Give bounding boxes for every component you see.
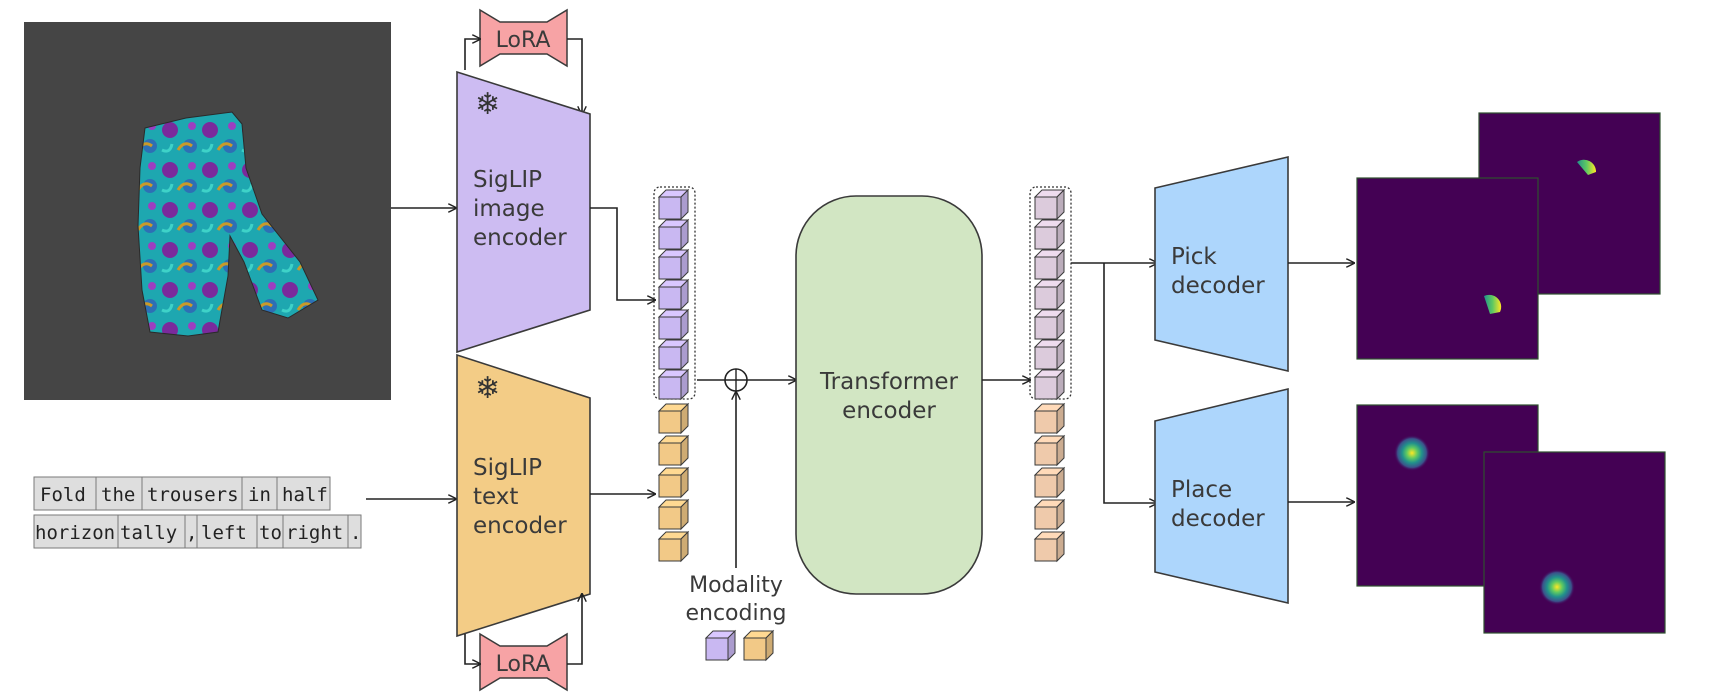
- transformer-label-1: Transformer: [819, 369, 959, 395]
- text-token: [657, 498, 690, 531]
- fused-image-token: [1033, 308, 1066, 341]
- image-token: [657, 368, 690, 401]
- token-column-output: [1029, 186, 1072, 563]
- place-heatmap-front: [1483, 451, 1666, 634]
- pick-heatmap-front: [1356, 177, 1539, 360]
- place-decoder-label-2: decoder: [1171, 506, 1265, 532]
- text-encoder-label-2: text: [473, 484, 518, 510]
- token: tally: [120, 522, 177, 544]
- pick-decoder: Pick decoder: [1154, 155, 1289, 373]
- fused-image-token: [1033, 368, 1066, 401]
- image-encoder-label-3: encoder: [473, 225, 567, 251]
- token: ,: [186, 522, 197, 544]
- token: in: [248, 484, 271, 506]
- modality-text-token: [742, 629, 775, 662]
- fused-text-token: [1033, 402, 1066, 435]
- place-decoder-label-1: Place: [1171, 477, 1232, 503]
- text-token: [657, 434, 690, 467]
- modality-encoding-tokens: [704, 629, 775, 662]
- image-token: [657, 338, 690, 371]
- token: left: [201, 522, 247, 544]
- add-operator: [724, 368, 748, 392]
- image-token: [657, 218, 690, 251]
- token: Fold: [40, 484, 86, 506]
- siglip-image-encoder: ❄ SigLIP image encoder: [456, 70, 591, 354]
- transformer-encoder: Transformer encoder: [795, 195, 983, 595]
- token: the: [101, 484, 135, 506]
- token: half: [282, 484, 328, 506]
- arrow: [464, 39, 480, 70]
- token: to: [259, 522, 282, 544]
- fused-text-token: [1033, 466, 1066, 499]
- token: trousers: [147, 484, 239, 506]
- image-token: [657, 278, 690, 311]
- pick-decoder-label-1: Pick: [1171, 244, 1217, 270]
- modality-label-1: Modality: [689, 573, 783, 598]
- token: horizon: [35, 522, 115, 544]
- image-token: [657, 188, 690, 221]
- fused-image-token: [1033, 188, 1066, 221]
- lora-top-label: LoRA: [496, 28, 551, 53]
- image-token: [657, 308, 690, 341]
- modality-label-2: encoding: [685, 601, 786, 626]
- modality-image-token: [704, 629, 737, 662]
- fused-text-token: [1033, 530, 1066, 563]
- arrow: [567, 38, 582, 114]
- token: right: [286, 522, 343, 544]
- arrow: [567, 594, 582, 665]
- lora-top: LoRA: [479, 8, 568, 68]
- image-token: [657, 248, 690, 281]
- text-encoder-label-1: SigLIP: [473, 455, 542, 481]
- fused-image-token: [1033, 338, 1066, 371]
- fused-image-token: [1033, 218, 1066, 251]
- text-token: [657, 402, 690, 435]
- fused-text-token: [1033, 434, 1066, 467]
- image-encoder-label-1: SigLIP: [473, 167, 542, 193]
- fused-image-token: [1033, 248, 1066, 281]
- input-image: [24, 22, 391, 400]
- text-token: [657, 530, 690, 563]
- arrow: [464, 634, 480, 664]
- token-column-input: [653, 186, 696, 563]
- text-token: [657, 466, 690, 499]
- pick-decoder-label-2: decoder: [1171, 273, 1265, 299]
- transformer-label-2: encoder: [842, 398, 936, 424]
- arrow: [590, 207, 655, 300]
- frozen-icon: ❄: [475, 371, 500, 406]
- place-decoder: Place decoder: [1154, 387, 1289, 605]
- token: .: [350, 522, 361, 544]
- arrow: [1103, 263, 1157, 503]
- fused-image-token: [1033, 278, 1066, 311]
- lora-bottom: LoRA: [479, 632, 568, 692]
- frozen-icon: ❄: [475, 87, 500, 122]
- trousers-shape: [137, 111, 319, 337]
- image-encoder-label-2: image: [473, 196, 545, 222]
- lora-bottom-label: LoRA: [496, 652, 551, 677]
- fused-text-token: [1033, 498, 1066, 531]
- text-encoder-label-3: encoder: [473, 513, 567, 539]
- instruction-text: Fold the trousers in half horizon tally …: [33, 476, 362, 549]
- siglip-text-encoder: ❄ SigLIP text encoder: [456, 353, 591, 638]
